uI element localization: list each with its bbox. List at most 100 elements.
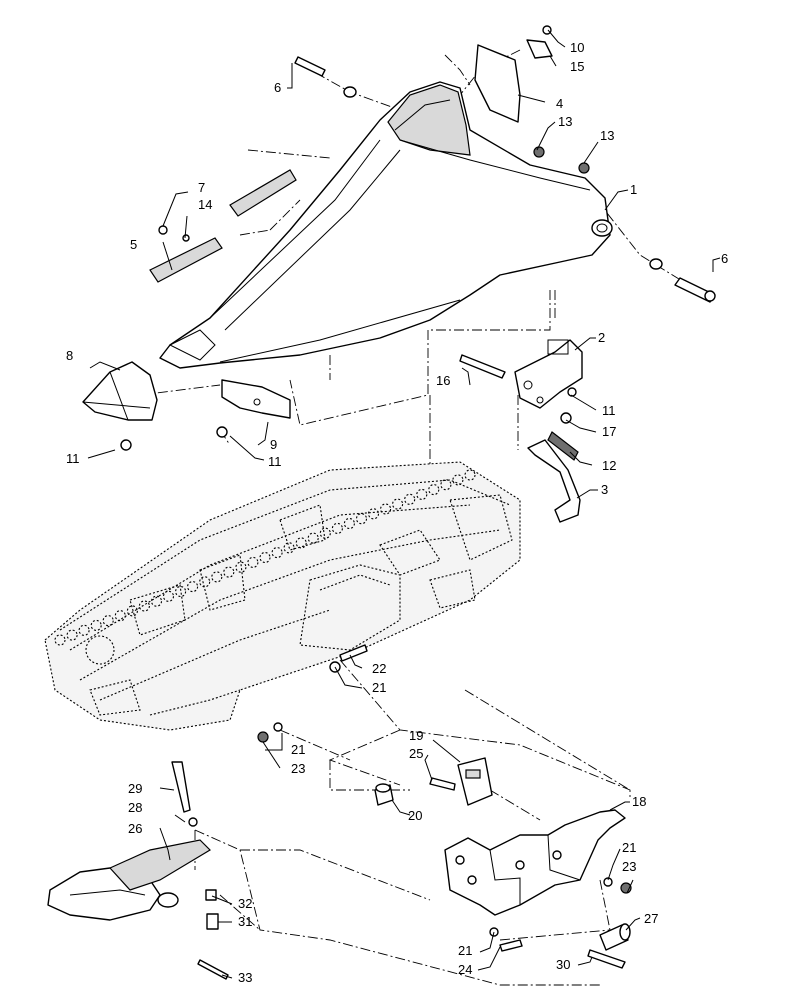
- scraper-pad: [149, 169, 297, 283]
- callout-15: 15: [570, 59, 584, 74]
- callout-11-right: 11: [602, 403, 616, 418]
- callout-25: 25: [409, 746, 423, 761]
- callout-14: 14: [198, 197, 212, 212]
- pin-29: [171, 761, 191, 813]
- chain-link: [355, 513, 368, 525]
- callout-16: 16: [436, 373, 450, 388]
- chain-link: [452, 474, 464, 486]
- callout-20: 20: [408, 808, 422, 823]
- bushing: [374, 783, 394, 806]
- small-plate: [526, 39, 553, 59]
- callout-32: 32: [238, 896, 252, 911]
- callout-21-upper: 21: [372, 680, 386, 695]
- hitch-handle: [47, 839, 211, 921]
- callout-23-right: 23: [622, 859, 636, 874]
- chain-link: [307, 532, 319, 544]
- chain-link: [90, 619, 102, 631]
- callout-29: 29: [128, 781, 142, 796]
- callout-8: 8: [66, 348, 73, 363]
- chain-link: [138, 600, 150, 612]
- callout-21-bottom: 21: [458, 943, 472, 958]
- chain-link: [247, 556, 259, 568]
- bolt-22: [339, 644, 368, 662]
- hood-bracket: [221, 379, 291, 419]
- latch-bracket: [514, 339, 583, 409]
- callout-28: 28: [128, 800, 142, 815]
- callout-10: 10: [570, 40, 584, 55]
- chain-link: [126, 605, 138, 617]
- chain-link: [114, 610, 126, 622]
- callout-23-mid: 23: [291, 761, 305, 776]
- latch-arm: [527, 439, 581, 523]
- chain-link: [66, 629, 78, 641]
- chain-link: [271, 547, 283, 559]
- chain-link: [54, 634, 66, 646]
- chain-link: [223, 566, 235, 578]
- callout-21-right: 21: [622, 840, 636, 855]
- callout-9: 9: [270, 437, 277, 452]
- drive-chain: [54, 469, 476, 665]
- pin-sleeve: [599, 923, 631, 951]
- chain-link: [367, 508, 380, 520]
- nuts-washers: [120, 25, 632, 937]
- assembly-lines: [139, 49, 701, 986]
- callout-19: 19: [409, 728, 423, 743]
- callout-11-left: 11: [66, 451, 80, 466]
- bolt-30: [587, 949, 626, 969]
- chain-link: [211, 571, 223, 583]
- chain-link: [102, 615, 114, 627]
- chain-link: [162, 590, 175, 602]
- chain-link: [440, 479, 452, 491]
- bolts: [294, 56, 716, 379]
- chain-link: [187, 581, 199, 593]
- chain-link: [199, 576, 211, 588]
- callout-11-mid: 11: [268, 454, 282, 469]
- chain-link: [235, 561, 247, 573]
- callout-27: 27: [644, 911, 658, 926]
- chain-link: [416, 488, 428, 500]
- callout-6-right: 6: [721, 251, 728, 266]
- chain-link: [464, 469, 476, 481]
- gathering-hood: [159, 81, 613, 369]
- callout-22: 22: [372, 661, 386, 676]
- sleeves: [205, 889, 219, 930]
- callout-leaders: [87, 29, 721, 979]
- chain-link: [175, 585, 187, 598]
- callout-31: 31: [238, 914, 252, 929]
- callout-17: 17: [602, 424, 616, 439]
- chain-link: [331, 522, 343, 534]
- callout-3: 3: [601, 482, 608, 497]
- bolt-25: [429, 777, 456, 791]
- chain-link: [259, 551, 271, 564]
- chain-link: [78, 624, 90, 636]
- bolt-24: [499, 939, 523, 952]
- callout-13-right: 13: [600, 128, 614, 143]
- roll-pin: [197, 959, 229, 980]
- callout-labels: 1 2 3 4 5 6 6 7 8 9 10 11 11 11 12 13 13…: [66, 40, 728, 985]
- callout-12: 12: [602, 458, 616, 473]
- chain-link: [428, 484, 440, 496]
- chain-link: [319, 527, 331, 539]
- hitch-bracket: [444, 809, 626, 916]
- chain-link: [295, 537, 307, 549]
- callout-21-mid: 21: [291, 742, 305, 757]
- mount-plate: [457, 757, 493, 806]
- callout-4: 4: [556, 96, 563, 111]
- chain-link: [404, 493, 416, 505]
- callout-5: 5: [130, 237, 137, 252]
- chain-link: [343, 517, 355, 530]
- chain-link: [150, 595, 163, 607]
- nose-cone: [82, 361, 158, 421]
- chain-link: [283, 542, 295, 554]
- deflector-plate: [474, 44, 521, 123]
- callout-1: 1: [630, 182, 637, 197]
- callout-33: 33: [238, 970, 252, 985]
- conveyor-frame: [44, 461, 521, 731]
- callout-6-top: 6: [274, 80, 281, 95]
- callout-2: 2: [598, 330, 605, 345]
- callout-7: 7: [198, 180, 205, 195]
- callout-18: 18: [632, 794, 646, 809]
- callout-13-left: 13: [558, 114, 572, 129]
- sprocket: [85, 635, 115, 665]
